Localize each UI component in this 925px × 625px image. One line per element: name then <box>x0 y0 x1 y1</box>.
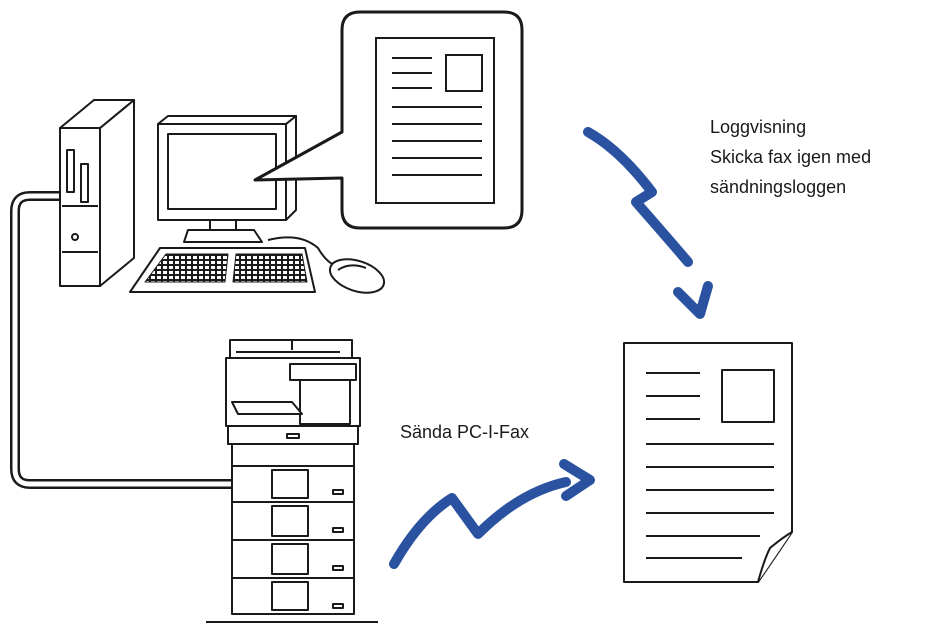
monitor-icon <box>157 115 297 243</box>
mouse-icon <box>328 258 386 294</box>
document-icon <box>375 37 495 204</box>
log-view-label: Loggvisning Skicka fax igen med sändning… <box>710 112 871 202</box>
computer-tower-icon <box>59 99 135 287</box>
log-view-title: Loggvisning <box>710 117 807 137</box>
resend-fax-line: Skicka fax igen med <box>710 147 872 167</box>
printer-icon <box>206 339 378 623</box>
arrow-icon <box>583 127 713 319</box>
send-pc-ifax-label: Sända PC-I-Fax <box>400 422 530 442</box>
transmission-log-line: sändningsloggen <box>710 177 847 197</box>
keyboard-icon <box>129 236 337 293</box>
arrow-icon <box>389 459 595 569</box>
document-icon <box>623 342 793 583</box>
